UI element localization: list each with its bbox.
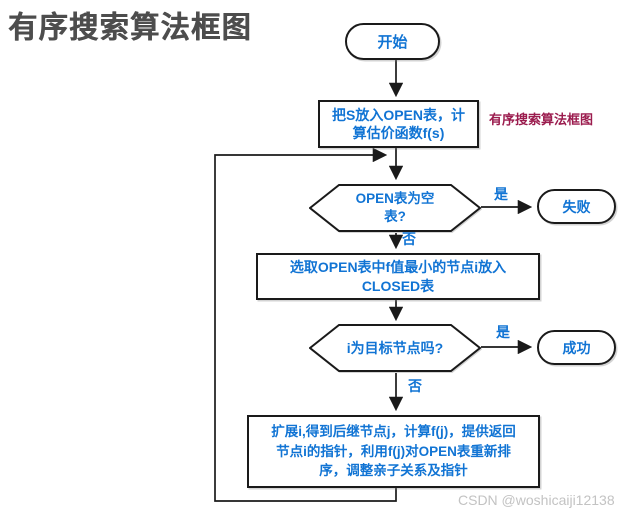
init-step-line1: 把S放入OPEN表，计 [331, 106, 465, 123]
side-caption: 有序搜索算法框图 [489, 112, 594, 127]
fail-node: 失败 [537, 189, 616, 224]
edge-label-yes-2: 是 [496, 324, 510, 340]
success-node: 成功 [537, 330, 616, 365]
edge-label-yes-1: 是 [494, 186, 508, 202]
hexagon-shape [309, 184, 481, 232]
select-node-step: 选取OPEN表中f值最小的节点i放入 CLOSED表 [256, 253, 540, 300]
init-step-node: 把S放入OPEN表，计 算估价函数f(s) [318, 100, 479, 148]
success-node-label: 成功 [562, 339, 591, 356]
edge-label-no-1: 否 [402, 231, 416, 247]
select-node-line1: 选取OPEN表中f值最小的节点i放入 [289, 259, 507, 276]
edge-label-no-2: 否 [408, 378, 422, 394]
expand-step-line3: 序，调整亲子关系及指针 [319, 463, 468, 479]
expand-step-line2: 节点i的指针，利用f(j)对OPEN表重新排 [276, 443, 511, 459]
start-node-label: 开始 [377, 34, 408, 51]
decision-open-empty-line1: OPEN表为空 [355, 191, 435, 207]
hexagon-shape [309, 324, 481, 372]
select-node-line2: CLOSED表 [361, 277, 435, 294]
page-title: 有序搜索算法框图 [8, 11, 253, 45]
decision-goal-label: i为目标节点吗? [346, 339, 444, 356]
init-step-line2: 算估价函数f(s) [352, 125, 445, 141]
decision-open-empty-node: OPEN表为空 表? [309, 183, 481, 233]
decision-goal-node: i为目标节点吗? [309, 323, 481, 373]
fail-node-label: 失败 [562, 198, 591, 215]
start-node: 开始 [345, 23, 440, 60]
expand-step-node: 扩展i,得到后继节点j，计算f(j)，提供返回 节点i的指针，利用f(j)对OP… [247, 415, 540, 488]
watermark-text: CSDN @woshicaiji12138 [458, 492, 615, 508]
decision-open-empty-line2: 表? [384, 209, 406, 224]
expand-step-line1: 扩展i,得到后继节点j，计算f(j)，提供返回 [271, 424, 516, 440]
